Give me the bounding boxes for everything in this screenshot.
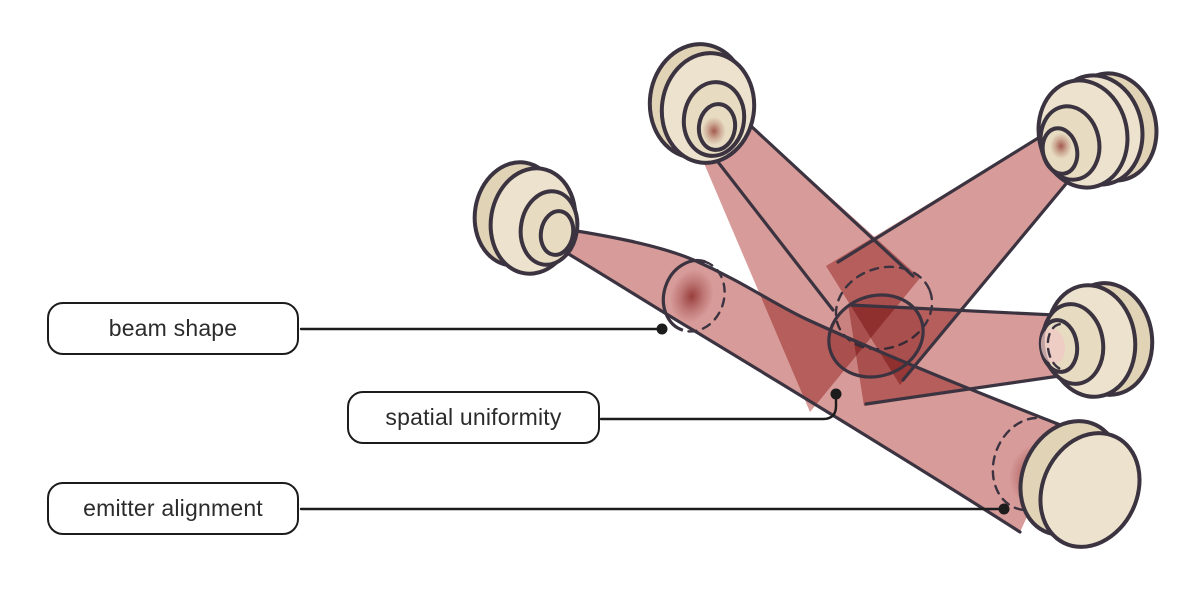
- emitter-aperture: [538, 209, 576, 257]
- emitter-aperture: [1040, 126, 1080, 176]
- emitter-aperture: [1038, 318, 1080, 374]
- beam-edges: [543, 100, 1087, 534]
- emitter-top-center: [647, 42, 757, 165]
- emitter-ring: [518, 189, 580, 267]
- spatial-uniformity-connector: [599, 397, 838, 421]
- overlap-front-face-outline: [827, 293, 925, 379]
- beam-left-lower-edge: [543, 238, 1022, 534]
- beam-overlap-volume: [827, 265, 934, 379]
- callout-beam-shape: beam shape: [47, 302, 299, 355]
- beam-right-bottom-edge: [864, 372, 1075, 406]
- beam-shape-dot: [656, 323, 668, 335]
- callout-beam-shape-label: beam shape: [108, 315, 238, 341]
- beam-waist-hotspot: [670, 269, 714, 323]
- callout-spatial-uniformity-label: spatial uniformity: [385, 404, 562, 430]
- target-disc-bottom-right: [1018, 419, 1142, 549]
- emitter-left: [472, 160, 580, 276]
- emitter-aperture: [696, 102, 738, 152]
- beam-top-center-right-edge: [723, 100, 915, 278]
- callout-emitter-alignment: emitter alignment: [47, 482, 299, 535]
- beam-top-right-lower-edge: [901, 159, 1087, 382]
- overlap-front-face-fill: [828, 294, 924, 378]
- aperture-hotspot: [702, 117, 726, 145]
- beam-top-right-upper-edge: [836, 125, 1058, 264]
- callout-emitter-alignment-label: emitter alignment: [83, 495, 263, 521]
- beam-right-top-edge: [848, 303, 1077, 318]
- emitter-right: [1038, 281, 1155, 399]
- aperture-glow: [1040, 328, 1066, 364]
- callout-connectors: [299, 323, 1010, 515]
- aperture-cross-section-dashed: [1046, 323, 1068, 372]
- callout-spatial-uniformity: spatial uniformity: [347, 391, 600, 444]
- aperture-hotspot: [1050, 133, 1072, 159]
- spatial-uniformity-dot: [830, 388, 842, 400]
- emitter-top-right: [1036, 71, 1159, 190]
- disc-face: [1038, 431, 1142, 549]
- emitter-alignment-dot: [998, 503, 1010, 515]
